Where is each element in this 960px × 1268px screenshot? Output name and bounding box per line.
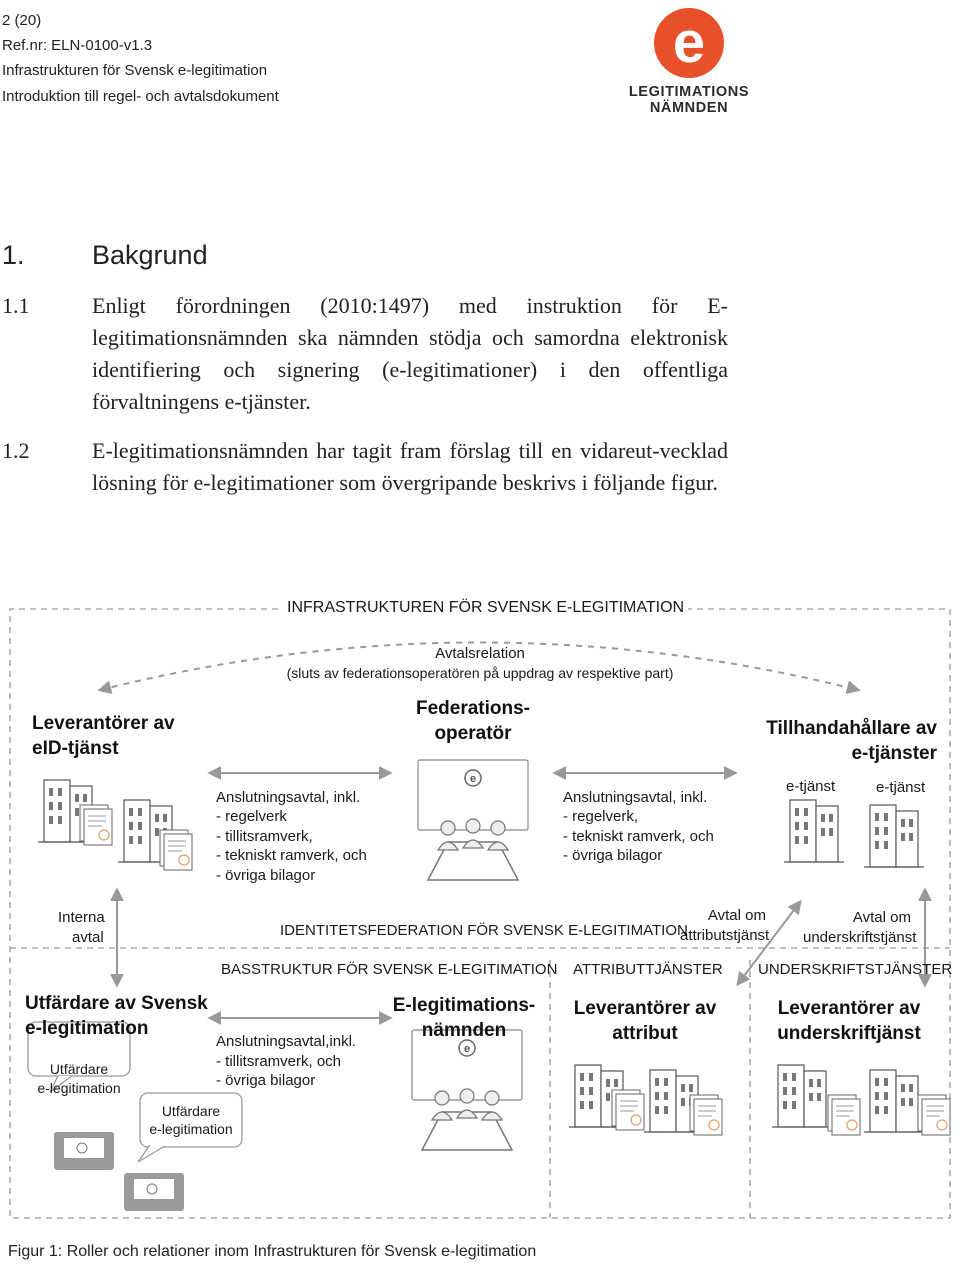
connection-agreement-line: - tekniskt ramverk, och [563,828,714,845]
issuers-label: Utfärdare av Svensk [25,993,208,1014]
connection-agreement-line: - tekniskt ramverk, och [216,847,367,864]
federation-operator-label: operatör [434,723,512,744]
signature-services-label: UNDERSKRIFTSTJÄNSTER [758,961,953,978]
section-number: 1. [2,240,25,270]
connection-agreement-line: - övriga bilagor [563,847,663,864]
figure-graphics: e [9,608,951,1219]
section-title: Bakgrund [92,240,208,270]
signature-agreement-label: Avtal om [852,909,911,926]
agreement-subtitle: (sluts av federationsoperatören på uppdr… [286,665,674,681]
issuers-label: e-legitimation [25,1018,149,1039]
base-connection-agreement-line: - tillitsramverk, och [216,1053,342,1070]
svg-text:NÄMNDEN: NÄMNDEN [650,99,728,116]
identity-federation-label: IDENTITETSFEDERATION FÖR SVENSK E-LEGITI… [280,922,688,939]
signature-providers-label: Leverantörer av [777,998,921,1019]
figure-caption: Figur 1: Roller och relationer inom Infr… [8,1243,537,1260]
internal-agreements-label: Interna [58,909,105,926]
federation-operator-label: Federations- [415,698,531,719]
signature-providers-label: underskriftjänst [777,1023,921,1044]
attribute-services-label: ATTRIBUTTJÄNSTER [573,961,723,978]
issuer-bubble-text: e-legitimation [37,1080,121,1096]
connection-agreement-line: - regelverk [216,808,287,825]
attribute-agreement-label: attributstjänst [680,927,770,944]
eid-providers-label: Leverantörer av [32,713,175,734]
e-service-label: e-tjänst [786,778,836,795]
figure: e [0,590,960,1230]
connection-agreement-line: - övriga bilagor [216,867,316,884]
attribute-agreement-label: Avtal om [707,907,766,924]
signature-agreement-label: underskriftstjänst [803,929,917,946]
e-legitimationsnamnden-logo: e LEGITIMATIONS NÄMNDEN [626,6,752,121]
connection-agreement-line: Anslutningsavtal, inkl. [216,789,361,806]
attribute-providers-label: Leverantörer av [573,998,717,1019]
issuer-bubble-text: Utfärdare [161,1103,221,1119]
document-title: Infrastrukturen för Svensk e-legitimatio… [2,62,268,79]
reference-number: Ref.nr: ELN-0100-v1.3 [2,37,153,54]
base-structure-label: BASSTRUKTUR FÖR SVENSK E-LEGITIMATION [221,961,558,978]
svg-text:e: e [673,10,705,75]
eln-label: E-legitimations- [392,995,536,1016]
e-service-label: e-tjänst [876,779,926,796]
paragraph-text: E-legitimationsnämnden har tagit fram fö… [92,438,728,495]
connection-agreement-line: - regelverk, [563,808,639,825]
issuer-bubble-text: e-legitimation [149,1121,233,1137]
service-providers-label: Tillhandahållare av [766,718,937,739]
paragraph-number: 1.2 [2,438,30,463]
paragraph-number: 1.1 [2,293,30,318]
eid-providers-label: eID-tjänst [32,738,119,759]
connection-agreement-line: - tillitsramverk, [216,828,313,845]
service-providers-label: e-tjänster [851,743,937,764]
issuer-bubble-text: Utfärdare [49,1061,109,1077]
paragraph-text: Enligt förordningen (2010:1497) med inst… [92,293,728,414]
connection-agreement-line: Anslutningsavtal, inkl. [563,789,708,806]
base-connection-agreement-line: - övriga bilagor [216,1072,316,1089]
agreement-title: Avtalsrelation [435,645,525,662]
attribute-providers-label: attribut [612,1023,678,1044]
svg-text:LEGITIMATIONS: LEGITIMATIONS [629,84,749,100]
internal-agreements-label: avtal [72,929,104,946]
base-connection-agreement-line: Anslutningsavtal,inkl. [216,1033,357,1050]
page-number: 2 (20) [2,12,42,29]
document-subtitle: Introduktion till regel- och avtalsdokum… [2,88,279,105]
eln-label: nämnden [421,1020,507,1041]
figure-outer-title: INFRASTRUKTUREN FÖR SVENSK E-LEGITIMATIO… [283,599,689,617]
